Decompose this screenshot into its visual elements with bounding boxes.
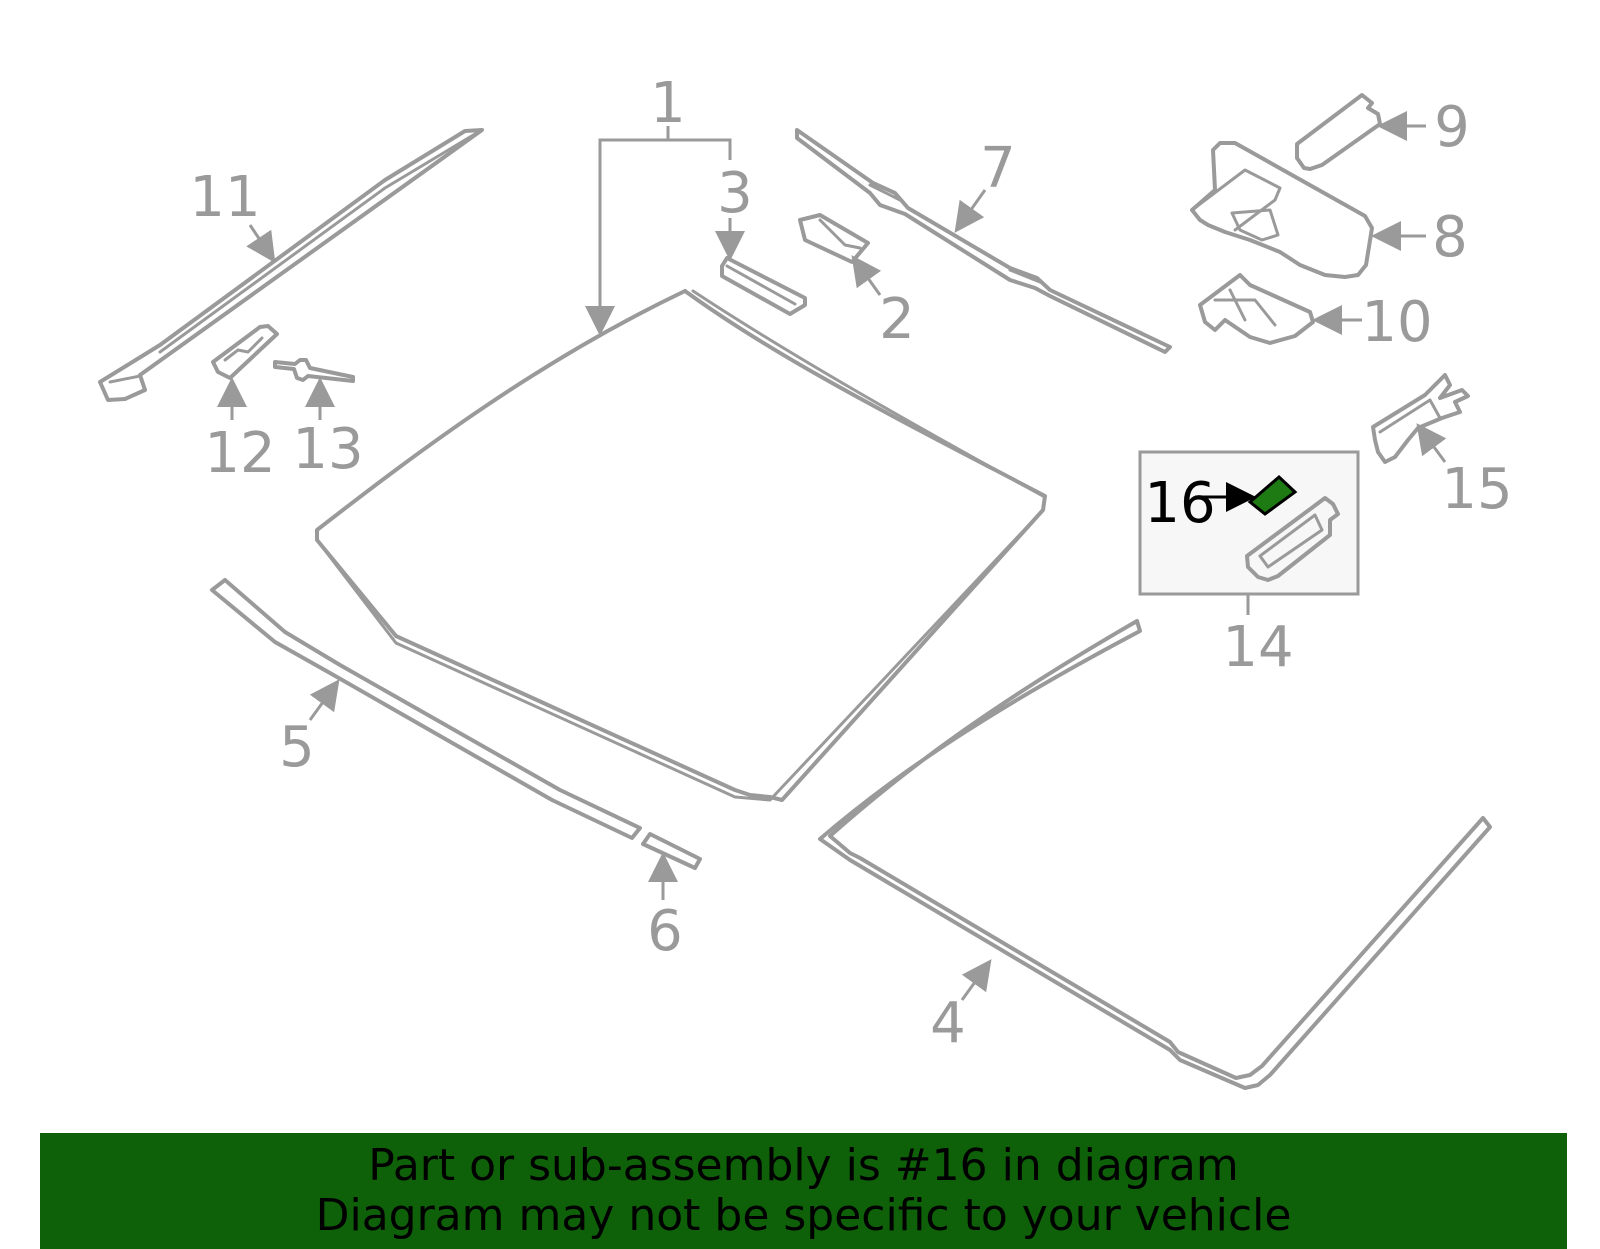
part-info-banner: Part or sub-assembly is #16 in diagram D… — [40, 1133, 1567, 1249]
windshield-frame-part — [818, 619, 1492, 1090]
lower-molding-part — [210, 578, 642, 840]
part-16-highlight — [1247, 474, 1298, 516]
mirror-housing-part — [1190, 141, 1374, 279]
callout-2: 2 — [879, 287, 915, 352]
callout-5: 5 — [279, 715, 315, 780]
callout-10: 10 — [1361, 290, 1432, 355]
callout-15: 15 — [1441, 457, 1512, 522]
callout-16: 16 — [1144, 471, 1215, 536]
callout-7: 7 — [980, 136, 1016, 201]
callout-13: 13 — [292, 417, 363, 482]
bracket-part — [211, 324, 279, 380]
callout-6: 6 — [647, 899, 683, 964]
rivet-part — [273, 358, 355, 383]
callout-1: 1 — [650, 71, 686, 136]
callout-12: 12 — [204, 421, 275, 486]
windshield-glass-part — [315, 289, 1047, 802]
callout-11: 11 — [189, 165, 260, 230]
mount-bracket-part — [1198, 273, 1315, 345]
callout-15-leader — [1416, 423, 1447, 463]
cover-part — [1295, 93, 1382, 171]
callout-11-leader — [246, 224, 276, 263]
cowl-molding-part — [795, 128, 1172, 354]
callout-14: 14 — [1222, 615, 1293, 680]
banner-line-1: Part or sub-assembly is #16 in diagram — [368, 1140, 1239, 1191]
banner-line-2: Diagram may not be specific to your vehi… — [315, 1190, 1292, 1241]
side-molding-part — [98, 128, 484, 402]
clip-part — [798, 213, 870, 264]
callout-1-leader — [585, 126, 732, 336]
callout-7-leader — [954, 189, 987, 233]
callout-5-leader — [308, 679, 340, 721]
callout-3: 3 — [717, 161, 753, 226]
callout-4-leader — [960, 959, 992, 1001]
callout-9: 9 — [1434, 95, 1470, 160]
spacer-block-part — [720, 256, 807, 316]
sub-assembly-box-14 — [1138, 450, 1360, 596]
side-bracket-part — [1371, 373, 1470, 464]
molding-strip-part — [641, 832, 702, 870]
callout-2-leader — [851, 255, 882, 296]
callout-4: 4 — [930, 991, 966, 1056]
callout-8: 8 — [1432, 205, 1468, 270]
